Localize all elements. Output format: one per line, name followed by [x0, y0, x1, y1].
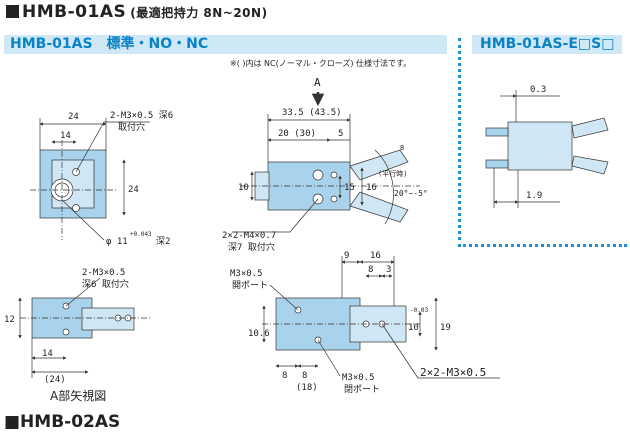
dim-14b: 14 — [42, 349, 53, 359]
dim-8d: 8 — [302, 371, 307, 381]
dim-port2-m3: M3×0.5 — [342, 373, 375, 383]
dim-m3-right: 2×2-M3×0.5 — [420, 366, 486, 379]
dim-3: 3 — [386, 265, 391, 275]
dim-10-tol-s: -0.03 — [410, 307, 428, 314]
dim-10: 10 — [238, 183, 249, 193]
dim-20: 20 (30) — [278, 129, 316, 139]
dim-24-top: 24 — [68, 112, 79, 122]
dim-bot-m3: 2-M3×0.5 — [82, 268, 125, 278]
dim-phi11: φ 11 — [106, 237, 128, 247]
dim-m3-depth6: 2-M3×0.5 深6 — [110, 110, 173, 121]
section-bar: HMB-01AS 標準・NO・NC — [4, 35, 447, 54]
dim-depth7: 深7 取付穴 — [228, 241, 275, 253]
dim-9: 9 — [344, 251, 349, 261]
dim-stroke-label: (平行時) — [378, 169, 407, 178]
nc-note: ※( )内は NC(ノーマル・クローズ) 仕様寸法です。 — [230, 59, 412, 68]
dim-24b: (24) — [44, 375, 66, 385]
dim-16: 16 — [366, 183, 377, 193]
title-square-icon — [6, 5, 19, 18]
side-section-bar: HMB-01AS-E□S□ — [472, 35, 622, 54]
view-a-caption: A部矢視図 — [50, 389, 107, 403]
title-subtitle: (最適把持力 8N~20N) — [130, 6, 268, 20]
dim-16b: 16 — [370, 251, 381, 261]
dim-5: 5 — [338, 129, 343, 139]
dim-15: 15 — [344, 183, 355, 193]
view-a-arrow-label: A — [314, 76, 321, 89]
dim-side-1-9: 1.9 — [526, 191, 542, 201]
dim-phi11-tol: +0.043 — [130, 231, 152, 238]
dim-8b: 8 — [368, 265, 373, 275]
dim-10-6: 10.6 — [248, 329, 270, 339]
dim-port-m3: M3×0.5 — [230, 269, 263, 279]
dim-angle: 20°~-5° — [394, 189, 428, 198]
dim-hole-label: 取付穴 — [118, 121, 145, 133]
dim-14-top: 14 — [60, 131, 71, 141]
dim-33-5: 33.5 (43.5) — [282, 108, 342, 118]
dim-10-tol: 10 — [408, 323, 419, 333]
dim-8c: 8 — [282, 371, 287, 381]
next-section-title: ■HMB-02AS — [4, 412, 121, 432]
title-model: HMB-01AS — [22, 2, 127, 22]
side-dotted-frame — [458, 38, 627, 247]
dim-12: 12 — [4, 315, 15, 325]
dim-m4: 2×2-M4×0.7 — [222, 231, 276, 241]
dim-depth2: 深2 — [156, 236, 170, 247]
dim-bot-depth6: 深6 取付穴 — [82, 278, 129, 290]
dim-8-small: 8 — [400, 144, 404, 152]
dim-19: 19 — [440, 323, 451, 333]
dim-24-side: 24 — [128, 185, 139, 195]
dim-18: (18) — [296, 383, 318, 393]
dim-port2-label: 閉ポート — [344, 384, 380, 395]
dim-side-0-3: 0.3 — [530, 85, 546, 95]
page-title: HMB-01AS(最適把持力 8N~20N) — [6, 2, 268, 22]
dim-port-label: 開ポート — [232, 280, 268, 291]
